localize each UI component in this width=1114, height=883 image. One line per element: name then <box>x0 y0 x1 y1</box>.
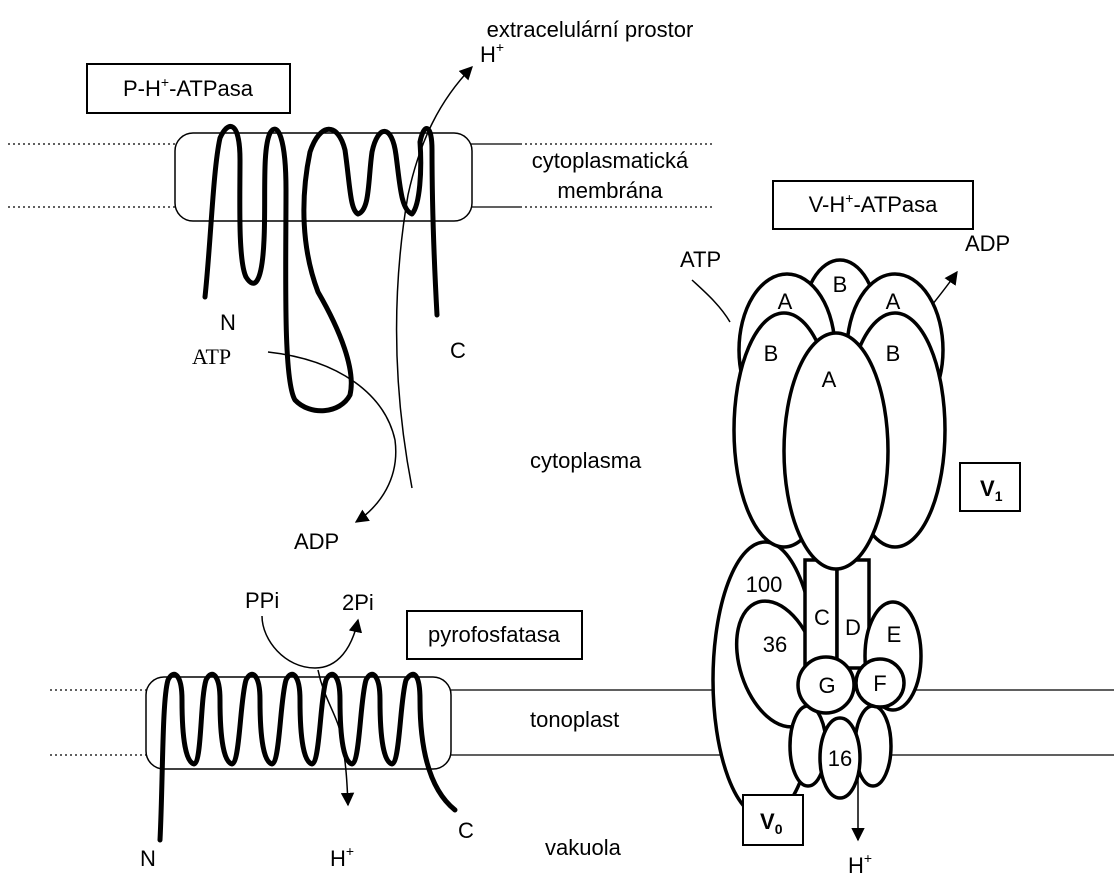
v1-label-B-left: B <box>764 341 779 366</box>
v1-label-B-right: B <box>886 341 901 366</box>
cytoplasmic-membrane-label-line1: cytoplasmatická <box>532 148 689 173</box>
pyrophosphatase-ppi-label: PPi <box>245 588 279 613</box>
p-atpase-n-terminus: N <box>220 310 236 335</box>
pyrophosphatase-label: pyrofosfatasa <box>428 622 561 647</box>
extracellular-space-label: extracelulární prostor <box>487 17 694 42</box>
tonoplast-label: tonoplast <box>530 707 619 732</box>
v0-label-36: 36 <box>763 632 787 657</box>
v0-label-16: 16 <box>828 746 852 771</box>
v-atpase-atp-curve <box>692 280 730 322</box>
v1-label-A-center: A <box>822 367 837 392</box>
p-atpase-adp-label: ADP <box>294 529 339 554</box>
pyrophosphatase-n-terminus: N <box>140 846 156 871</box>
v0-label-100: 100 <box>746 572 783 597</box>
pyrophosphatase-proton-label: H+ <box>330 843 354 871</box>
v-atpase-label: V-H+-ATPasa <box>809 190 939 217</box>
vacuole-label: vakuola <box>545 835 622 860</box>
cytoplasm-label: cytoplasma <box>530 448 642 473</box>
p-atpase-c-terminus: C <box>450 338 466 363</box>
pyrophosphatase-c-terminus: C <box>458 818 474 843</box>
v-atpase-atp-label: ATP <box>680 247 721 272</box>
p-atpase-label: P-H+-ATPasa <box>123 74 254 101</box>
v1-label-A-left: A <box>778 289 793 314</box>
cytoplasmic-membrane-label-line2: membrána <box>557 178 663 203</box>
v1-label-D: D <box>845 615 861 640</box>
pyrophosphatase-2pi-label: 2Pi <box>342 590 374 615</box>
v1-label-C: C <box>814 605 830 630</box>
p-atpase-proton-label: H+ <box>480 39 504 67</box>
v1-label-A-right: A <box>886 289 901 314</box>
v1-label-F: F <box>873 671 886 696</box>
v-atpase-adp-label: ADP <box>965 231 1010 256</box>
v-atpase-proton-label: H+ <box>848 850 872 878</box>
p-atpase-atp-label: ATP <box>192 344 231 369</box>
v1-label-B-top: B <box>833 272 848 297</box>
v-atpase-adp-arrow <box>932 272 957 305</box>
pyrophosphatase-ppi-arrow <box>262 616 358 668</box>
v1-label-E: E <box>887 622 902 647</box>
v1-label-G: G <box>818 673 835 698</box>
